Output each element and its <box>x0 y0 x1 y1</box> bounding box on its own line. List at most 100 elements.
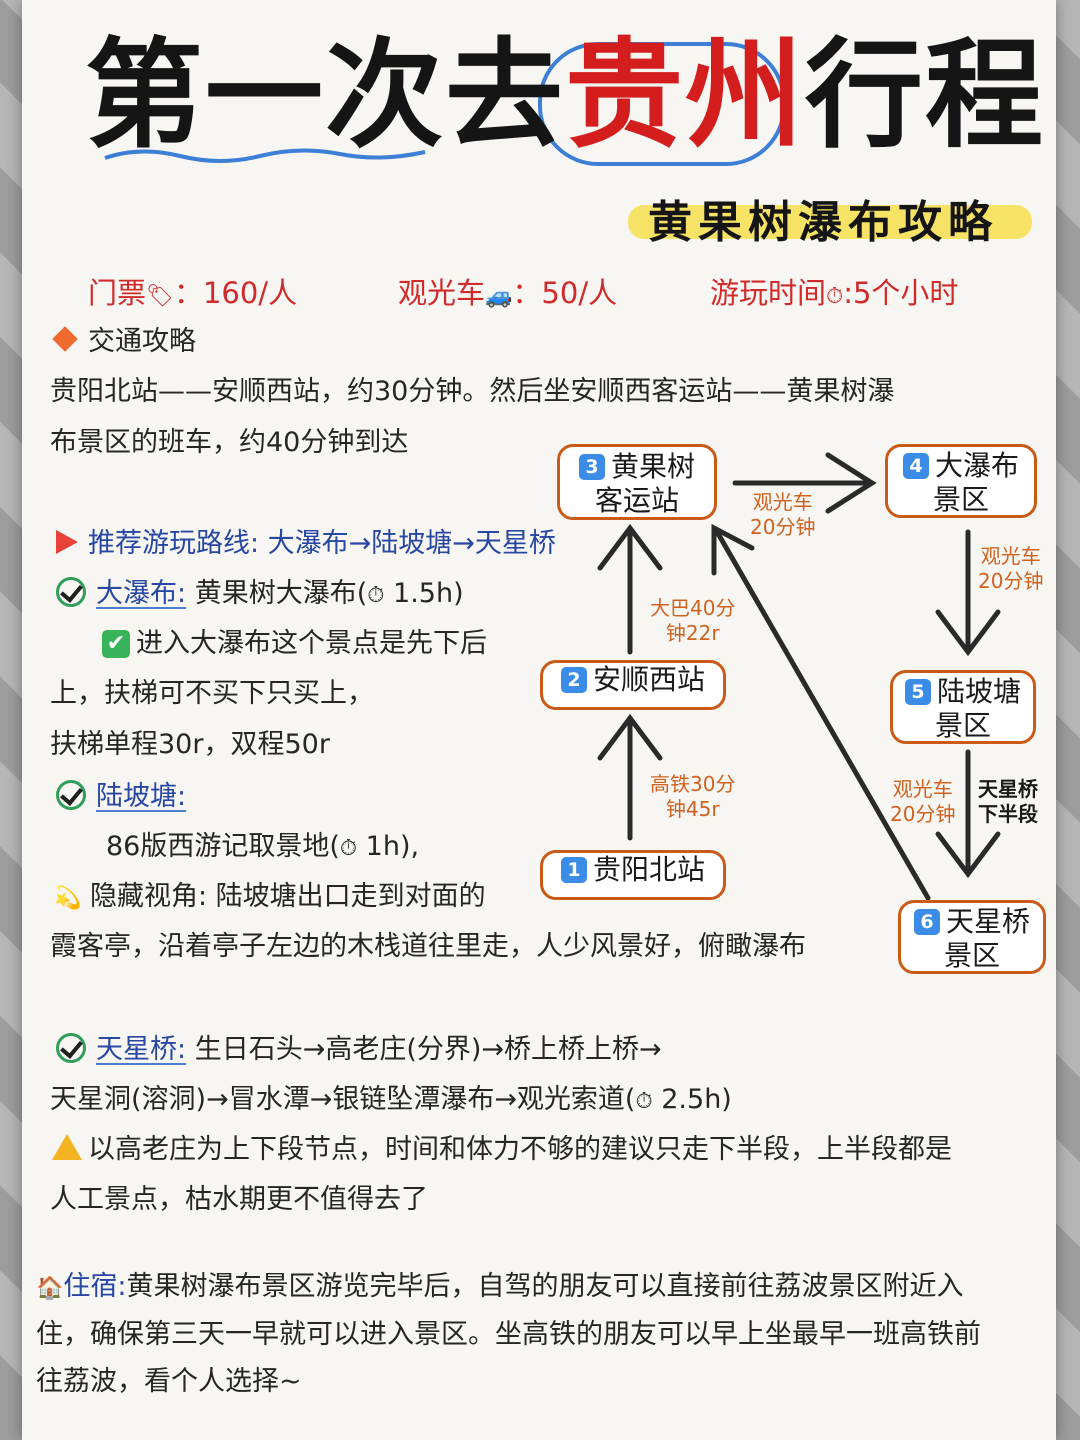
arrow-6-to-3 <box>713 527 931 901</box>
lupotang-duration: 1h), <box>365 831 420 862</box>
stay-text-1: 黄果树瀑布景区游览完毕后，自驾的朋友可以直接前往荔波景区附近入 <box>126 1271 964 1302</box>
title-part-2: 贵州 <box>565 26 806 164</box>
stay-line-3: 往荔波，看个人选择~ <box>36 1366 302 1397</box>
station-name-line-2: 景区 <box>943 939 1000 972</box>
subtitle-highlight <box>628 205 1032 239</box>
dapubu-desc: 黄果树大瀑布( <box>194 578 368 609</box>
title-circle-highlight <box>538 42 786 166</box>
number-3-icon: 3 <box>578 454 605 480</box>
lupotang-line: 陆坡塘: <box>56 780 186 814</box>
dapubu-tip: ✔进入大瀑布这个景点是先下后 <box>102 627 487 661</box>
bus-icon: 🚙 <box>485 284 513 309</box>
ticket-label: 门票 <box>88 276 147 310</box>
number-5-icon: 5 <box>904 679 931 705</box>
play-time: 游玩时间⏱:5个小时 <box>710 270 958 312</box>
arrowhead-4-to-5 <box>935 609 1001 657</box>
dapubu-tip-2: 上，扶梯可不买下只买上， <box>50 678 374 709</box>
route-heading: 推荐游玩路线: 大瀑布→陆坡塘→天星桥 <box>56 527 556 561</box>
arrowhead-5-to-6 <box>935 831 1001 879</box>
stay-label: 住宿: <box>63 1271 127 1302</box>
dapubu-duration: 1.5h) <box>393 578 464 609</box>
edge-label-line: 观光车 <box>980 544 1041 568</box>
title-wavy-underline <box>104 148 426 163</box>
stay-line-2: 住，确保第三天一早就可以进入景区。坐高铁的朋友可以早上坐最早一班高铁前 <box>36 1319 981 1350</box>
station-name-line-2: 客运站 <box>594 484 679 517</box>
station-name-line-2: 景区 <box>934 709 991 742</box>
number-2-icon: 2 <box>560 667 587 693</box>
station-name: 大瀑布 <box>934 449 1019 482</box>
lupotang-name: 陆坡塘: <box>96 781 187 812</box>
edge-label-1-2: 高铁30分钟45r <box>650 772 735 822</box>
warning-line: 以高老庄为上下段节点，时间和体力不够的建议只走下半段，上半段都是 <box>52 1133 952 1167</box>
hidden-view-line-2: 霞客亭，沿着亭子左边的木栈道往里走，人少风景好，俯瞰瀑布 <box>50 931 806 962</box>
transport-heading-text: 交通攻略 <box>88 326 196 357</box>
edge-label-line: 观光车 <box>892 777 953 801</box>
edge-label-line: 下半段 <box>978 802 1038 826</box>
tianxing-route-1: 生日石头→高老庄(分界)→桥上桥上桥→ <box>194 1034 662 1065</box>
green-check-box-icon: ✔ <box>102 630 130 658</box>
tianxing-line: 天星桥: 生日石头→高老庄(分界)→桥上桥上桥→ <box>56 1033 662 1067</box>
dapubu-line: 大瀑布: 黄果树大瀑布(⏱ 1.5h) <box>56 577 464 613</box>
warning-text: 以高老庄为上下段节点，时间和体力不够的建议只走下半段，上半段都是 <box>88 1134 952 1165</box>
number-1-icon: 1 <box>560 857 587 883</box>
ticket-price: 门票🏷：160/人 <box>88 270 297 312</box>
bus-value: ：50/人 <box>512 276 618 310</box>
dapubu-name: 大瀑布: <box>96 578 187 609</box>
dizzy-icon: 💫 <box>54 886 82 911</box>
edge-label-line: 天星桥 <box>978 777 1038 801</box>
check-mark-icon <box>56 577 86 607</box>
bus-label: 观光车 <box>398 276 486 310</box>
tianxing-line-2: 天星洞(溶洞)→冒水潭→银链坠潭瀑布→观光索道(⏱ 2.5h) <box>50 1083 732 1119</box>
station-name-line-2: 景区 <box>932 483 989 516</box>
dapubu-tip-3: 扶梯单程30r，双程50r <box>50 729 330 760</box>
page-title: 第一次去贵州行程 <box>85 20 1045 170</box>
paper-sheet <box>22 0 1056 1440</box>
route-heading-text: 推荐游玩路线: 大瀑布→陆坡塘→天星桥 <box>88 528 556 559</box>
edge-label-line: 高铁30分 <box>650 772 736 796</box>
stopwatch-icon: ⏱ <box>635 1089 653 1114</box>
transport-heading: 交通攻略 <box>50 325 196 359</box>
station-name: 安顺西站 <box>592 663 705 696</box>
tianxing-duration: 2.5h) <box>661 1084 732 1115</box>
hidden-view-line: 💫 隐藏视角: 陆坡塘出口走到对面的 <box>54 880 486 916</box>
number-6-icon: 6 <box>913 909 940 935</box>
time-label: 游玩时间 <box>710 276 827 310</box>
red-flag-icon <box>56 530 78 554</box>
arrowhead-6-to-3 <box>711 523 755 576</box>
transport-line-2: 布景区的班车，约40分钟到达 <box>50 427 409 458</box>
subtitle: 黄果树瀑布攻略 <box>648 197 998 248</box>
transport-line-1: 贵阳北站——安顺西站，约30分钟。然后坐安顺西客运站——黄果树瀑 <box>50 376 895 407</box>
station-name: 天星桥 <box>945 905 1030 938</box>
warning-line-2: 人工景点，枯水期更不值得去了 <box>50 1184 428 1215</box>
edge-label-line: 大巴40分 <box>650 596 736 620</box>
title-part-1: 第一次去 <box>85 26 566 164</box>
stopwatch-icon: ⏱ <box>826 284 844 309</box>
arrowhead-2-to-3 <box>597 523 663 571</box>
arrowhead-1-to-2 <box>597 713 663 761</box>
station-name: 陆坡塘 <box>936 675 1021 708</box>
title-part-3: 行程 <box>805 26 1046 164</box>
edge-label-line: 20分钟 <box>890 802 956 826</box>
stopwatch-icon: ⏱ <box>339 836 358 861</box>
edge-label-line: 20分钟 <box>750 515 816 539</box>
hidden-view-text: 隐藏视角: 陆坡塘出口走到对面的 <box>90 881 486 912</box>
edge-label-line: 20分钟 <box>978 569 1044 593</box>
lupotang-desc-text: 86版西游记取景地( <box>106 831 340 862</box>
bus-price: 观光车🚙：50/人 <box>398 270 617 312</box>
lupotang-desc: 86版西游记取景地(⏱ 1h), <box>106 830 419 866</box>
arrowhead-3-to-4 <box>825 452 877 514</box>
edge-label-line: 钟45r <box>665 797 720 821</box>
check-mark-icon <box>56 780 86 810</box>
ticket-value: ：160/人 <box>173 276 298 310</box>
house-icon: 🏠 <box>36 1276 64 1301</box>
edge-label-line: 钟22r <box>665 621 720 645</box>
